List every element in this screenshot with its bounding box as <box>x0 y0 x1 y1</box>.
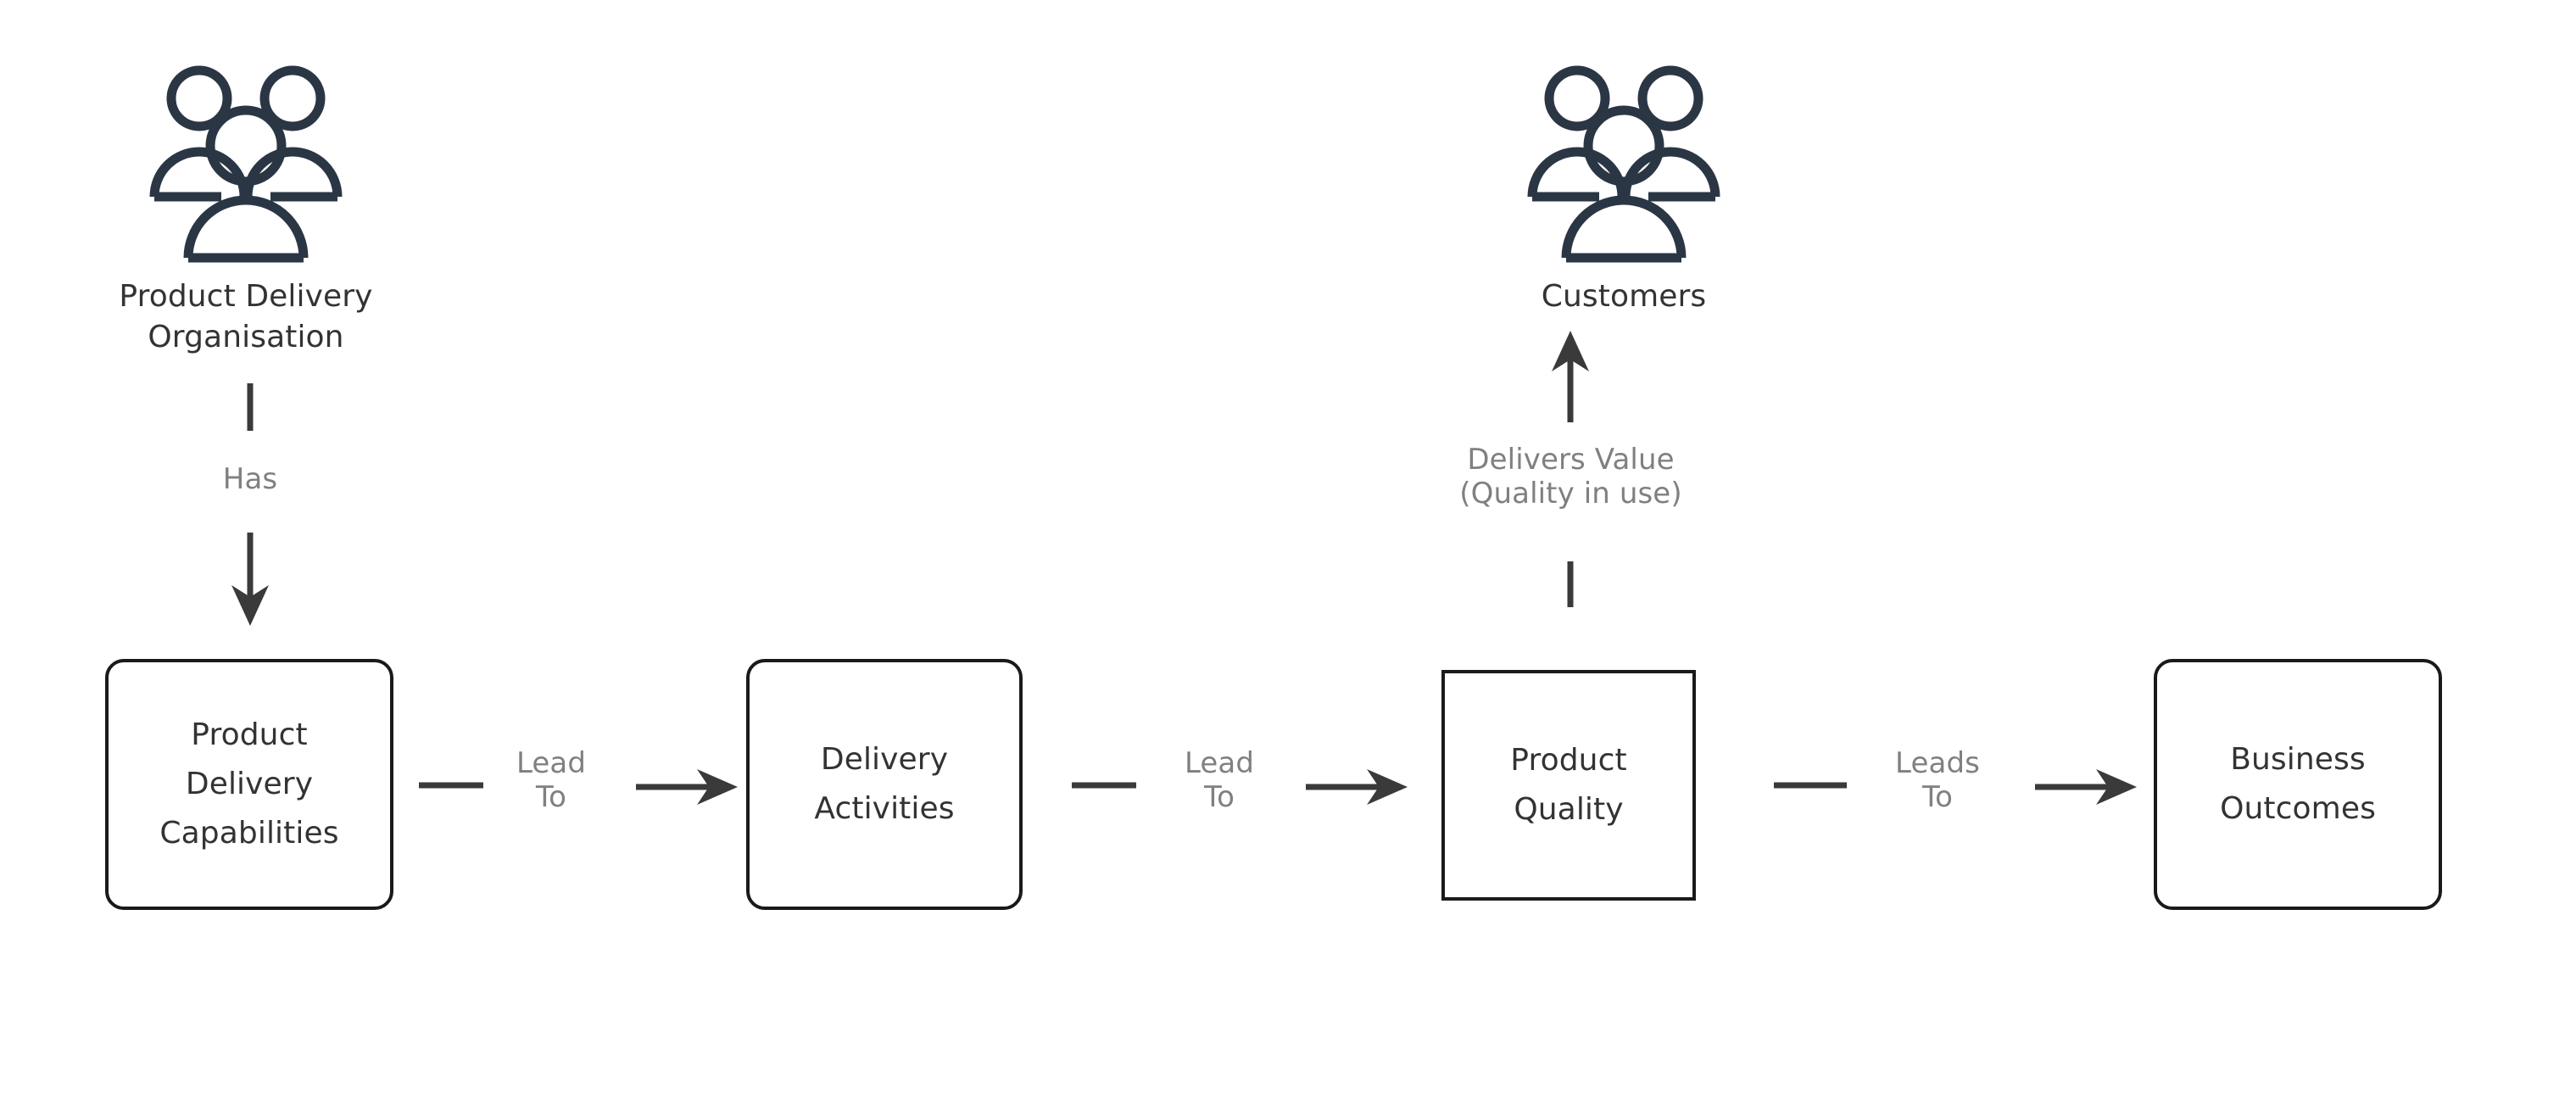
node-label: Product Delivery Capabilities <box>159 717 339 851</box>
people-group-icon <box>1526 61 1721 265</box>
connector-org-has-capabilities-arrow <box>231 533 269 626</box>
connector-capabilities-lead-to-activities-arrow <box>636 769 738 805</box>
connector-label-lead-to-1: Lead To <box>516 746 587 815</box>
node-label: Delivery Activities <box>814 741 955 826</box>
connector-label-has: Has <box>222 462 278 496</box>
people-group-icon <box>148 61 343 265</box>
connector-label-lead-to-2: Lead To <box>1184 746 1255 815</box>
node-product-quality[interactable]: Product Quality <box>1441 670 1696 901</box>
connector-quality-delivers-value-arrow <box>1552 331 1589 422</box>
actor-customers: Customers <box>1475 61 1772 317</box>
connector-activities-lead-to-quality-arrow <box>1306 769 1408 805</box>
connector-label-delivers-value: Delivers Value (Quality in use) <box>1459 443 1682 511</box>
connector-activities-lead-to-quality-stub <box>1072 782 1136 789</box>
connector-capabilities-lead-to-activities-stub <box>419 782 483 789</box>
connector-label-leads-to: Leads To <box>1895 746 1980 815</box>
connector-org-has-capabilities-stub <box>247 383 254 431</box>
connector-quality-leads-to-outcomes-stub <box>1774 782 1847 789</box>
node-label: Business Outcomes <box>2220 741 2376 826</box>
actor-label: Customers <box>1541 279 1707 314</box>
actor-product-delivery-organisation: Product Delivery Organisation <box>98 61 394 358</box>
connector-quality-delivers-value-stub <box>1567 561 1574 607</box>
node-label: Product Quality <box>1510 742 1627 827</box>
node-product-delivery-capabilities[interactable]: Product Delivery Capabilities <box>105 659 393 910</box>
node-business-outcomes[interactable]: Business Outcomes <box>2154 659 2442 910</box>
node-delivery-activities[interactable]: Delivery Activities <box>746 659 1023 910</box>
connector-quality-leads-to-outcomes-arrow <box>2035 769 2137 805</box>
actor-label: Product Delivery Organisation <box>119 279 373 354</box>
